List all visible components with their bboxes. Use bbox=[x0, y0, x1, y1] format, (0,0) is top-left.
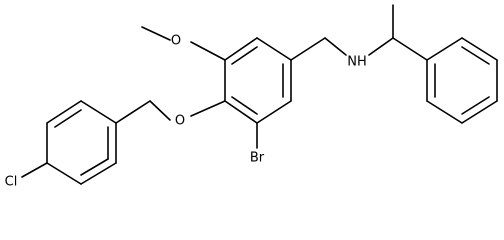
bond-phenyl-b bbox=[426, 100, 463, 124]
bond-ch2-to-nh bbox=[324, 37, 347, 56]
bond-phenyl-inner-b bbox=[461, 96, 490, 115]
bond-ring-inner-top-left bbox=[231, 46, 258, 65]
bond-clph-d bbox=[46, 162, 82, 185]
bond-ring-top-right bbox=[256, 37, 292, 61]
bond-ring-bottom-left bbox=[224, 100, 258, 124]
bond-phenyl-f bbox=[426, 37, 463, 61]
bond-methoxy-o bbox=[190, 41, 226, 61]
bond-ether-o-to-ch2 bbox=[149, 100, 171, 121]
bond-clph-b bbox=[46, 100, 82, 124]
bond-ring-to-ch2 bbox=[290, 37, 326, 61]
atom-label-amine: NH bbox=[347, 55, 367, 70]
bond-methoxy-ch3 bbox=[141, 26, 171, 41]
bond-clph-inner-a bbox=[54, 109, 82, 128]
bond-ch2-to-chlorophenyl bbox=[115, 100, 151, 124]
bond-clph-a bbox=[80, 100, 117, 124]
molecule-diagram: O O NH Br Cl bbox=[4, 4, 498, 190]
atom-label-layer: O O NH Br Cl bbox=[5, 34, 367, 190]
atom-label-bromine: Br bbox=[250, 151, 265, 166]
bond-nh-to-ch bbox=[368, 37, 394, 56]
bond-ring-to-ether-o bbox=[190, 100, 226, 117]
bond-clph-inner-b bbox=[80, 158, 109, 176]
bond-phenyl-c bbox=[461, 100, 498, 124]
atom-label-methoxy-oxygen: O bbox=[171, 34, 181, 49]
atom-label-ether-oxygen: O bbox=[175, 114, 185, 129]
bond-clph-e bbox=[80, 162, 117, 185]
bond-ring-top-left bbox=[224, 37, 258, 61]
bond-ch-to-phenyl bbox=[392, 37, 428, 61]
bond-phenyl-inner-c bbox=[461, 46, 490, 65]
bond-phenyl-e bbox=[461, 37, 498, 61]
atom-label-chlorine: Cl bbox=[5, 175, 18, 190]
bond-layer bbox=[21, 4, 498, 185]
bond-ring-inner-bottom-left bbox=[231, 96, 258, 115]
bond-ring-to-cl bbox=[21, 162, 48, 178]
bond-ring-bottom-right bbox=[256, 100, 292, 124]
